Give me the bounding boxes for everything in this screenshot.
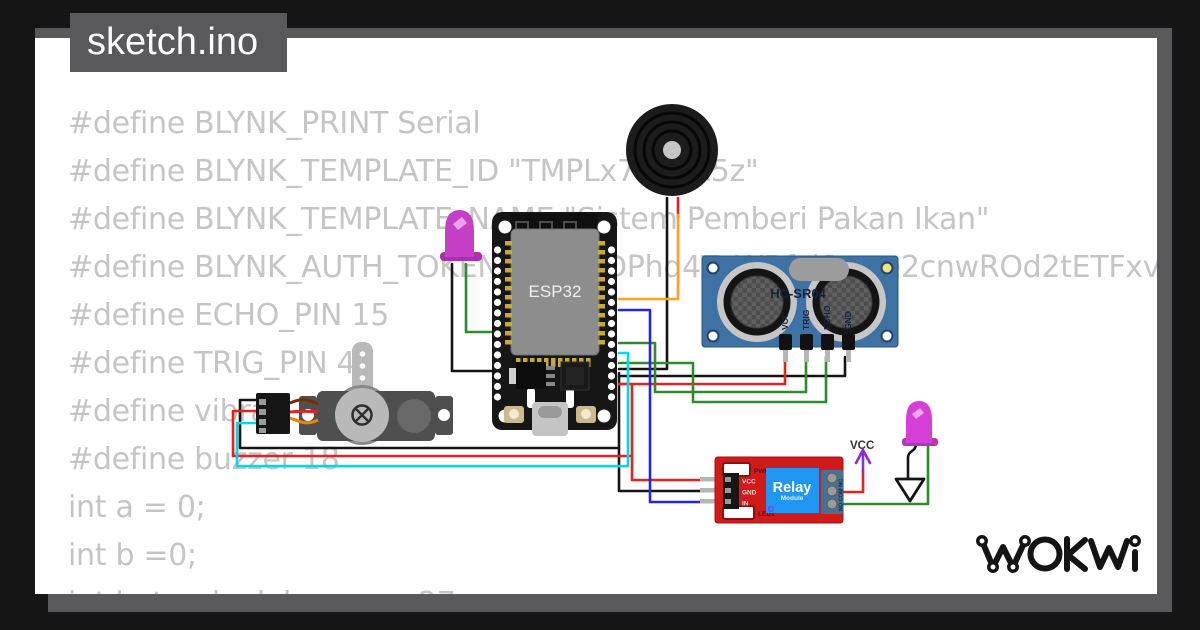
wire-vcc-bus <box>231 382 702 482</box>
ground-symbol <box>894 477 926 503</box>
frame-top-strip <box>35 28 1172 38</box>
servo-motor <box>256 342 453 445</box>
relay-led1-label: LED1 <box>758 511 775 518</box>
relay-title: Relay <box>773 480 812 496</box>
esp32-regulator <box>516 362 546 389</box>
code-line: #define BLYNK_PRINT Serial <box>68 106 481 141</box>
wire-led2-cathode <box>906 442 918 481</box>
wokwi-logo <box>976 535 1141 573</box>
wire-buzzer-signal <box>617 213 680 301</box>
pin-label-echo: ECHO <box>822 305 832 330</box>
led-purple-right <box>902 401 938 446</box>
wire-relay-com <box>834 469 865 494</box>
vcc-arrow: VCC <box>850 440 874 473</box>
frame-right-strip <box>1157 28 1172 612</box>
code-line: #define ECHO_PIN 15 <box>68 298 390 333</box>
esp32-board: ESP32 <box>492 212 617 436</box>
sketch-tab: sketch.ino <box>70 13 287 72</box>
wire-led1-anode <box>464 262 499 334</box>
sketch-tab-title: sketch.ino <box>87 21 259 63</box>
ultrasonic-sensor: HC-SR04 VCC TRIG ECHO GND <box>701 255 899 362</box>
relay-module: PWR LED1 VCC GND IN Relay Module NO COM … <box>700 456 845 524</box>
relay-terminal-label: NO COM NC <box>839 479 845 511</box>
wire-sensor-gnd <box>617 355 847 378</box>
frame-bottom-strip <box>48 594 1172 612</box>
logo-letter-o <box>1027 536 1063 572</box>
servo-wire-red <box>289 409 319 414</box>
relay-pin-gnd: GND <box>742 490 757 497</box>
esp32-antenna <box>515 221 577 236</box>
led-purple-left <box>440 210 482 261</box>
wire-relay-in <box>617 308 702 504</box>
relay-pin-in: IN <box>742 501 749 508</box>
relay-pin-vcc: VCC <box>742 479 756 486</box>
code-line: int b =0; <box>68 538 197 573</box>
pin-label-vcc: VCC <box>780 312 790 330</box>
wire-echo <box>617 355 828 404</box>
servo-wire-orange <box>289 416 319 425</box>
ultrasonic-transducer <box>717 262 797 342</box>
servo-wire-brown <box>289 398 319 406</box>
logo-letter-w1 <box>979 538 1028 570</box>
code-line: int a = 0; <box>68 490 206 525</box>
logo-letter-k <box>1064 536 1088 572</box>
vcc-label: VCC <box>850 440 874 452</box>
esp32-label: ESP32 <box>529 282 582 301</box>
wires <box>231 196 930 506</box>
wire-servo-signal <box>235 351 630 468</box>
wire-sensor-vcc <box>617 355 787 386</box>
relay-block <box>766 468 819 513</box>
ultrasonic-label: HC-SR04 <box>770 286 826 301</box>
pin-label-trig: TRIG <box>801 309 811 330</box>
buzzer <box>626 104 718 196</box>
wire-trig <box>617 341 808 394</box>
relay-subtitle: Module <box>781 495 804 502</box>
code-line: #define TRIG_PIN 4 <box>68 346 356 381</box>
wire-gnd-bus <box>238 371 702 493</box>
ultrasonic-transducer <box>806 262 886 342</box>
wire-buzzer-gnd <box>617 196 669 371</box>
wire-relay-no <box>836 434 930 506</box>
esp32-pins <box>493 246 616 401</box>
ultrasonic-crystal <box>789 258 849 281</box>
code-line: int batas_kedalaman = 27; <box>68 586 466 594</box>
relay-pwr-label: PWR <box>754 468 769 475</box>
wire-led1-cathode <box>450 262 499 373</box>
logo-letter-w2 <box>1088 538 1130 570</box>
pin-label-gnd: GND <box>843 311 853 330</box>
